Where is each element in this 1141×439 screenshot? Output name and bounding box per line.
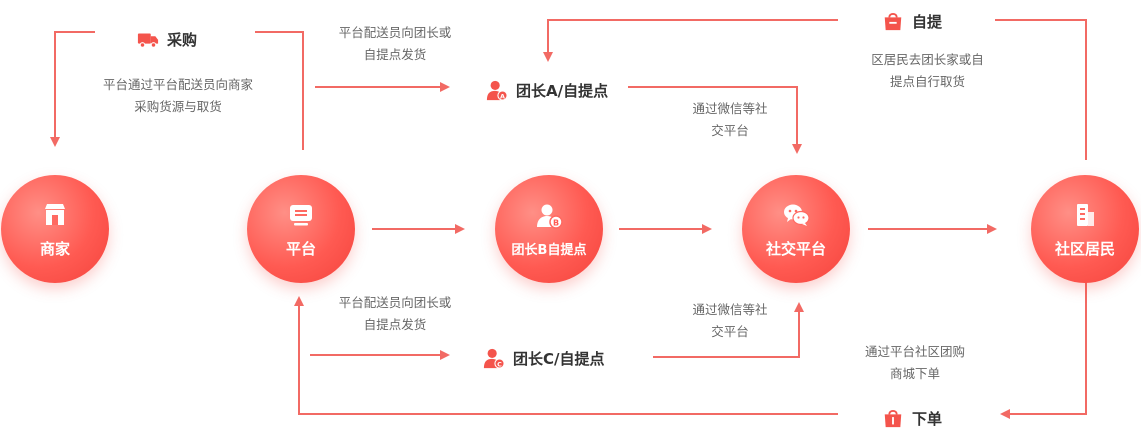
ship-c-description: 平台配送员向团长或 自提点发货 — [320, 292, 470, 336]
wechat-a-desc-line-2: 交平台 — [711, 123, 749, 138]
pickup-label: 自提 — [912, 12, 943, 31]
svg-text:C: C — [497, 360, 502, 368]
purchase-desc-line-2: 采购货源与取货 — [134, 99, 222, 114]
wechat-icon — [784, 204, 810, 226]
ship-a-desc-line-2: 自提点发货 — [363, 47, 427, 62]
ship-c-desc-line-2: 自提点发货 — [363, 317, 427, 332]
store-icon — [45, 203, 65, 225]
leader-c-to-social-arrow — [653, 302, 804, 358]
wechat-c-description: 通过微信等社 交平台 — [675, 299, 785, 343]
leader-c-label: 团长C/自提点 — [513, 349, 605, 368]
pickup-to-leader-a-arrow — [543, 19, 838, 62]
svg-text:B: B — [553, 218, 559, 227]
platform-node: 平台 — [247, 175, 355, 283]
wechat-a-desc-line-1: 通过微信等社 — [692, 101, 768, 116]
pickup-connector — [995, 19, 1087, 160]
svg-text:A: A — [500, 92, 505, 100]
resident-node: 社区居民 — [1031, 175, 1139, 283]
pickup-tag: 自提 — [882, 10, 942, 32]
truck-icon — [137, 33, 159, 48]
leader-a-to-social-arrow — [628, 86, 802, 154]
merchant-label: 商家 — [39, 239, 70, 258]
user-a-icon: A — [486, 80, 508, 101]
pickup-desc-line-2: 提点自行取货 — [889, 74, 965, 89]
wechat-c-desc-line-1: 通过微信等社 — [692, 302, 768, 317]
order-to-platform-arrow — [294, 296, 838, 415]
user-b-icon: B — [537, 204, 563, 229]
pickup-desc-line-1: 区居民去团长家或自 — [871, 52, 984, 67]
order-desc-line-2: 商城下单 — [889, 366, 940, 381]
purchase-desc-line-1: 平台通过平台配送员向商家 — [102, 77, 253, 92]
shopping-bag-icon — [884, 12, 902, 31]
platform-label: 平台 — [285, 239, 316, 258]
order-description: 通过平台社区团购 商城下单 — [850, 341, 980, 385]
leader-c-tag: C 团长C/自提点 — [483, 347, 605, 369]
ship-a-description: 平台配送员向团长或 自提点发货 — [320, 22, 470, 66]
building-icon — [1077, 203, 1094, 226]
order-connector — [1000, 282, 1087, 419]
social-node: 社交平台 — [742, 175, 850, 283]
monitor-icon — [290, 204, 312, 225]
leader-b-label: 团长B自提点 — [511, 242, 587, 258]
wechat-a-description: 通过微信等社 交平台 — [675, 98, 785, 142]
leader-b-node: B 团长B自提点 — [495, 175, 603, 283]
leader-a-label: 团长A/自提点 — [516, 81, 609, 100]
purchase-tag: 采购 — [137, 28, 197, 50]
resident-label: 社区居民 — [1054, 239, 1115, 258]
purchase-connector — [255, 31, 304, 150]
merchant-node: 商家 — [1, 175, 109, 283]
order-tag: 下单 — [882, 407, 942, 429]
order-label: 下单 — [912, 409, 943, 428]
purchase-description: 平台通过平台配送员向商家 采购货源与取货 — [88, 74, 268, 118]
order-desc-line-1: 通过平台社区团购 — [864, 344, 965, 359]
pickup-description: 区居民去团长家或自 提点自行取货 — [860, 49, 995, 93]
purchase-label: 采购 — [167, 30, 198, 49]
social-label: 社交平台 — [765, 239, 826, 258]
leader-a-tag: A 团长A/自提点 — [486, 79, 608, 101]
user-c-icon: C — [483, 348, 505, 369]
purchase-to-merchant-arrow — [50, 31, 95, 147]
ship-c-desc-line-1: 平台配送员向团长或 — [338, 295, 452, 310]
shopping-bag-icon — [884, 409, 902, 428]
wechat-c-desc-line-2: 交平台 — [711, 324, 749, 339]
ship-a-desc-line-1: 平台配送员向团长或 — [338, 25, 452, 40]
